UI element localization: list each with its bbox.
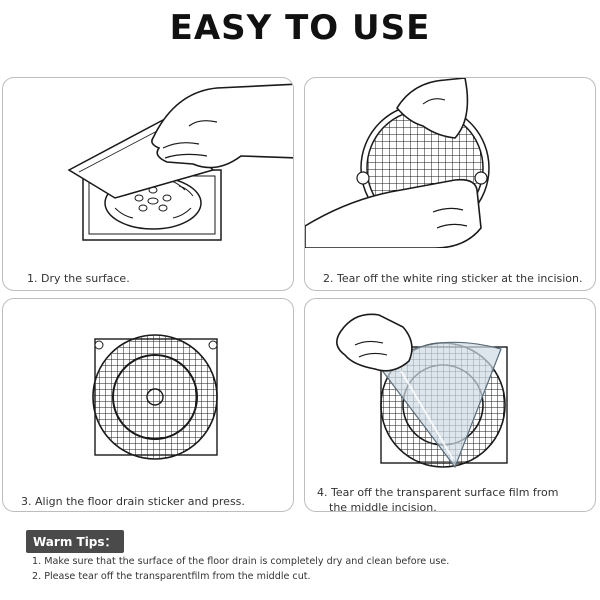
- step-1-illustration: [67, 83, 293, 241]
- step-4-panel: 4. Tear off the transparent surface film…: [304, 298, 596, 512]
- drain-outline: [112, 354, 198, 440]
- step-3-illustration: [92, 334, 218, 460]
- page-title: EASY TO USE: [169, 8, 431, 48]
- step-1-caption: 1. Dry the surface.: [27, 272, 130, 285]
- top-hand-drawing: [396, 78, 469, 139]
- step-2-caption: 2. Tear off the white ring sticker at th…: [323, 272, 583, 285]
- warm-tip-2: 2. Please tear off the transparentfilm f…: [32, 571, 311, 582]
- step-1-panel: 1. Dry the surface.: [2, 77, 294, 291]
- hand-drawing: [336, 313, 413, 372]
- step-4-caption-line-1: 4. Tear off the transparent surface film…: [317, 486, 559, 499]
- step-4-illustration: [336, 313, 508, 469]
- warm-tip-1: 1. Make sure that the surface of the flo…: [32, 556, 450, 567]
- step-2-panel: 2. Tear off the white ring sticker at th…: [304, 77, 596, 291]
- step-4-caption: 4. Tear off the transparent surface film…: [317, 485, 587, 512]
- bottom-hand-drawing: [305, 178, 482, 248]
- hand-drawing: [151, 83, 293, 169]
- step-4-caption-line-2: the middle incision.: [329, 501, 437, 512]
- warm-tips-badge: Warm Tips：: [26, 530, 124, 553]
- mesh-sticker: [92, 334, 218, 460]
- step-2-illustration: [305, 78, 490, 248]
- step-3-caption: 3. Align the floor drain sticker and pre…: [21, 495, 245, 508]
- step-3-panel: 3. Align the floor drain sticker and pre…: [2, 298, 294, 512]
